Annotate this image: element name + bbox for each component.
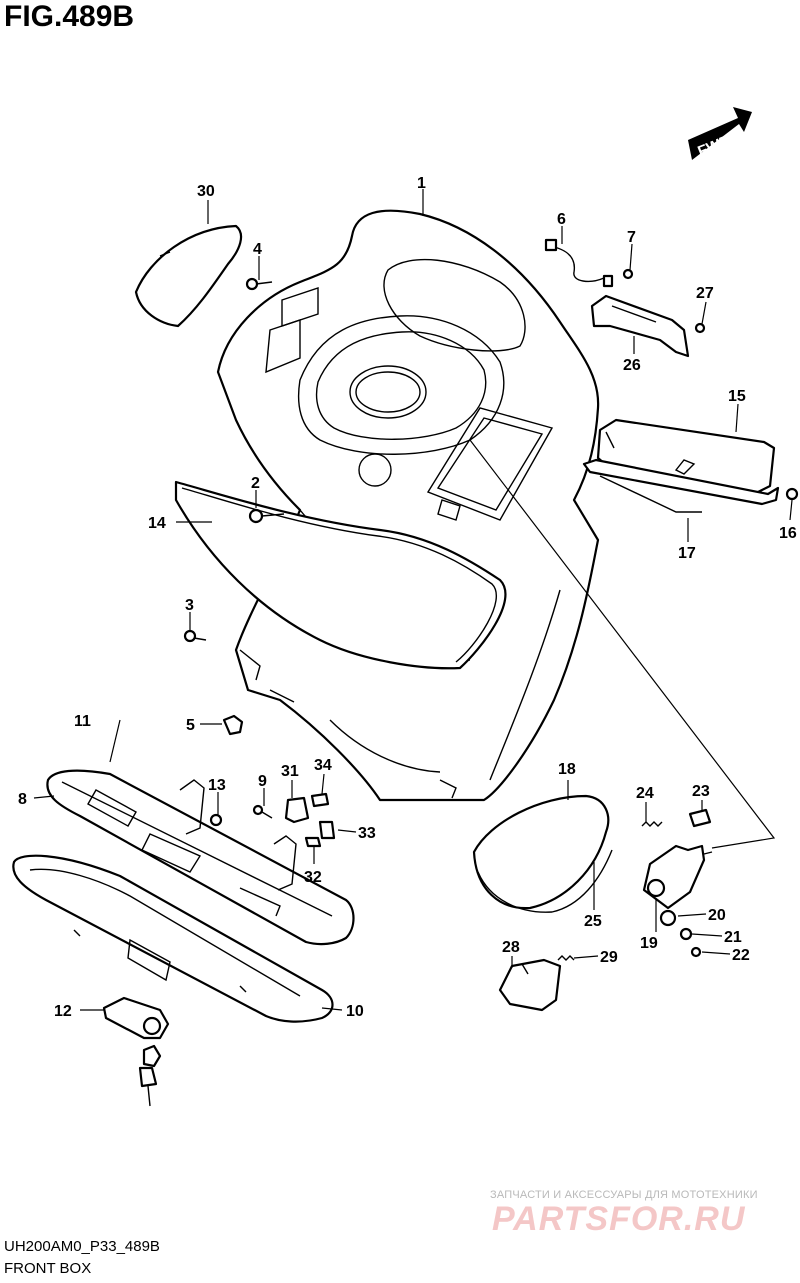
- model-code: UH200AM0_P33_489B: [4, 1238, 160, 1255]
- latch-assembly-part: [641, 808, 713, 958]
- callout-27: 27: [696, 285, 714, 302]
- spring-29-part: [557, 955, 575, 961]
- callout-11: 11: [74, 713, 91, 730]
- callout-23: 23: [692, 783, 710, 800]
- clip-34-part: [310, 792, 330, 808]
- callout-4: 4: [253, 241, 262, 258]
- clip-31-part: [284, 796, 310, 824]
- lid-cover-part: [134, 224, 243, 328]
- callout-8: 8: [18, 791, 27, 808]
- clip-33-part: [318, 820, 336, 840]
- callout-12: 12: [54, 1003, 72, 1020]
- callout-31: 31: [281, 763, 299, 780]
- callout-22: 22: [732, 947, 750, 964]
- section-name: FRONT BOX: [4, 1260, 92, 1277]
- callout-30: 30: [197, 183, 215, 200]
- clip-32-part: [304, 836, 322, 848]
- watermark-tagline: ЗАПЧАСТИ И АКСЕССУАРЫ ДЛЯ МОТОТЕХНИКИ: [490, 1189, 758, 1201]
- callout-15: 15: [728, 388, 746, 405]
- callout-6: 6: [557, 211, 566, 228]
- lock-key-part: [102, 996, 170, 1107]
- screw-16-part: [785, 487, 799, 501]
- screw-3-part: [183, 629, 207, 643]
- callout-9: 9: [258, 773, 267, 790]
- callout-24: 24: [636, 785, 654, 802]
- callout-26: 26: [623, 357, 641, 374]
- screw-9-part: [252, 804, 273, 819]
- screw-2-part: [248, 508, 285, 524]
- callout-3: 3: [185, 597, 194, 614]
- callout-labels: 1 30 4 6 7 27 26 15 16 17 2 14 3 11 5 8 …: [18, 175, 797, 1020]
- callout-33: 33: [358, 825, 376, 842]
- watermark-logo: PARTSFOR.RU: [492, 1200, 746, 1238]
- callout-32: 32: [304, 869, 322, 886]
- callout-16: 16: [779, 525, 797, 542]
- cushion-pad-part: [472, 794, 613, 913]
- callout-7: 7: [627, 229, 636, 246]
- callout-21: 21: [724, 929, 742, 946]
- reference-line: [469, 439, 776, 849]
- callout-13: 13: [208, 777, 226, 794]
- screw-4-part: [245, 277, 273, 291]
- callout-18: 18: [558, 761, 576, 778]
- callout-29: 29: [600, 949, 618, 966]
- callout-14: 14: [148, 515, 166, 532]
- callout-34: 34: [314, 757, 332, 774]
- callout-10: 10: [346, 1003, 364, 1020]
- callout-17: 17: [678, 545, 696, 562]
- callout-28: 28: [502, 939, 520, 956]
- callout-25: 25: [584, 913, 602, 930]
- nut-5-part: [222, 714, 244, 736]
- callout-19: 19: [640, 935, 658, 952]
- callout-1: 1: [417, 175, 426, 192]
- seal-gasket-part: [174, 480, 507, 670]
- callout-2: 2: [251, 475, 260, 492]
- fwd-arrow-icon: FWD: [688, 107, 752, 160]
- screw-13-part: [209, 813, 223, 827]
- figure-title: FIG.489B: [4, 0, 135, 33]
- outer-lid-part: [46, 769, 355, 946]
- small-lid-part: [582, 418, 780, 513]
- callout-5: 5: [186, 717, 195, 734]
- harness-bracket-part: [544, 238, 706, 358]
- outer-lid-frame-part: [12, 854, 334, 1023]
- callout-20: 20: [708, 907, 726, 924]
- latch-cover-part: [498, 958, 562, 1012]
- inner-front-box-part: [216, 209, 600, 802]
- leader-lines: [33, 189, 793, 1011]
